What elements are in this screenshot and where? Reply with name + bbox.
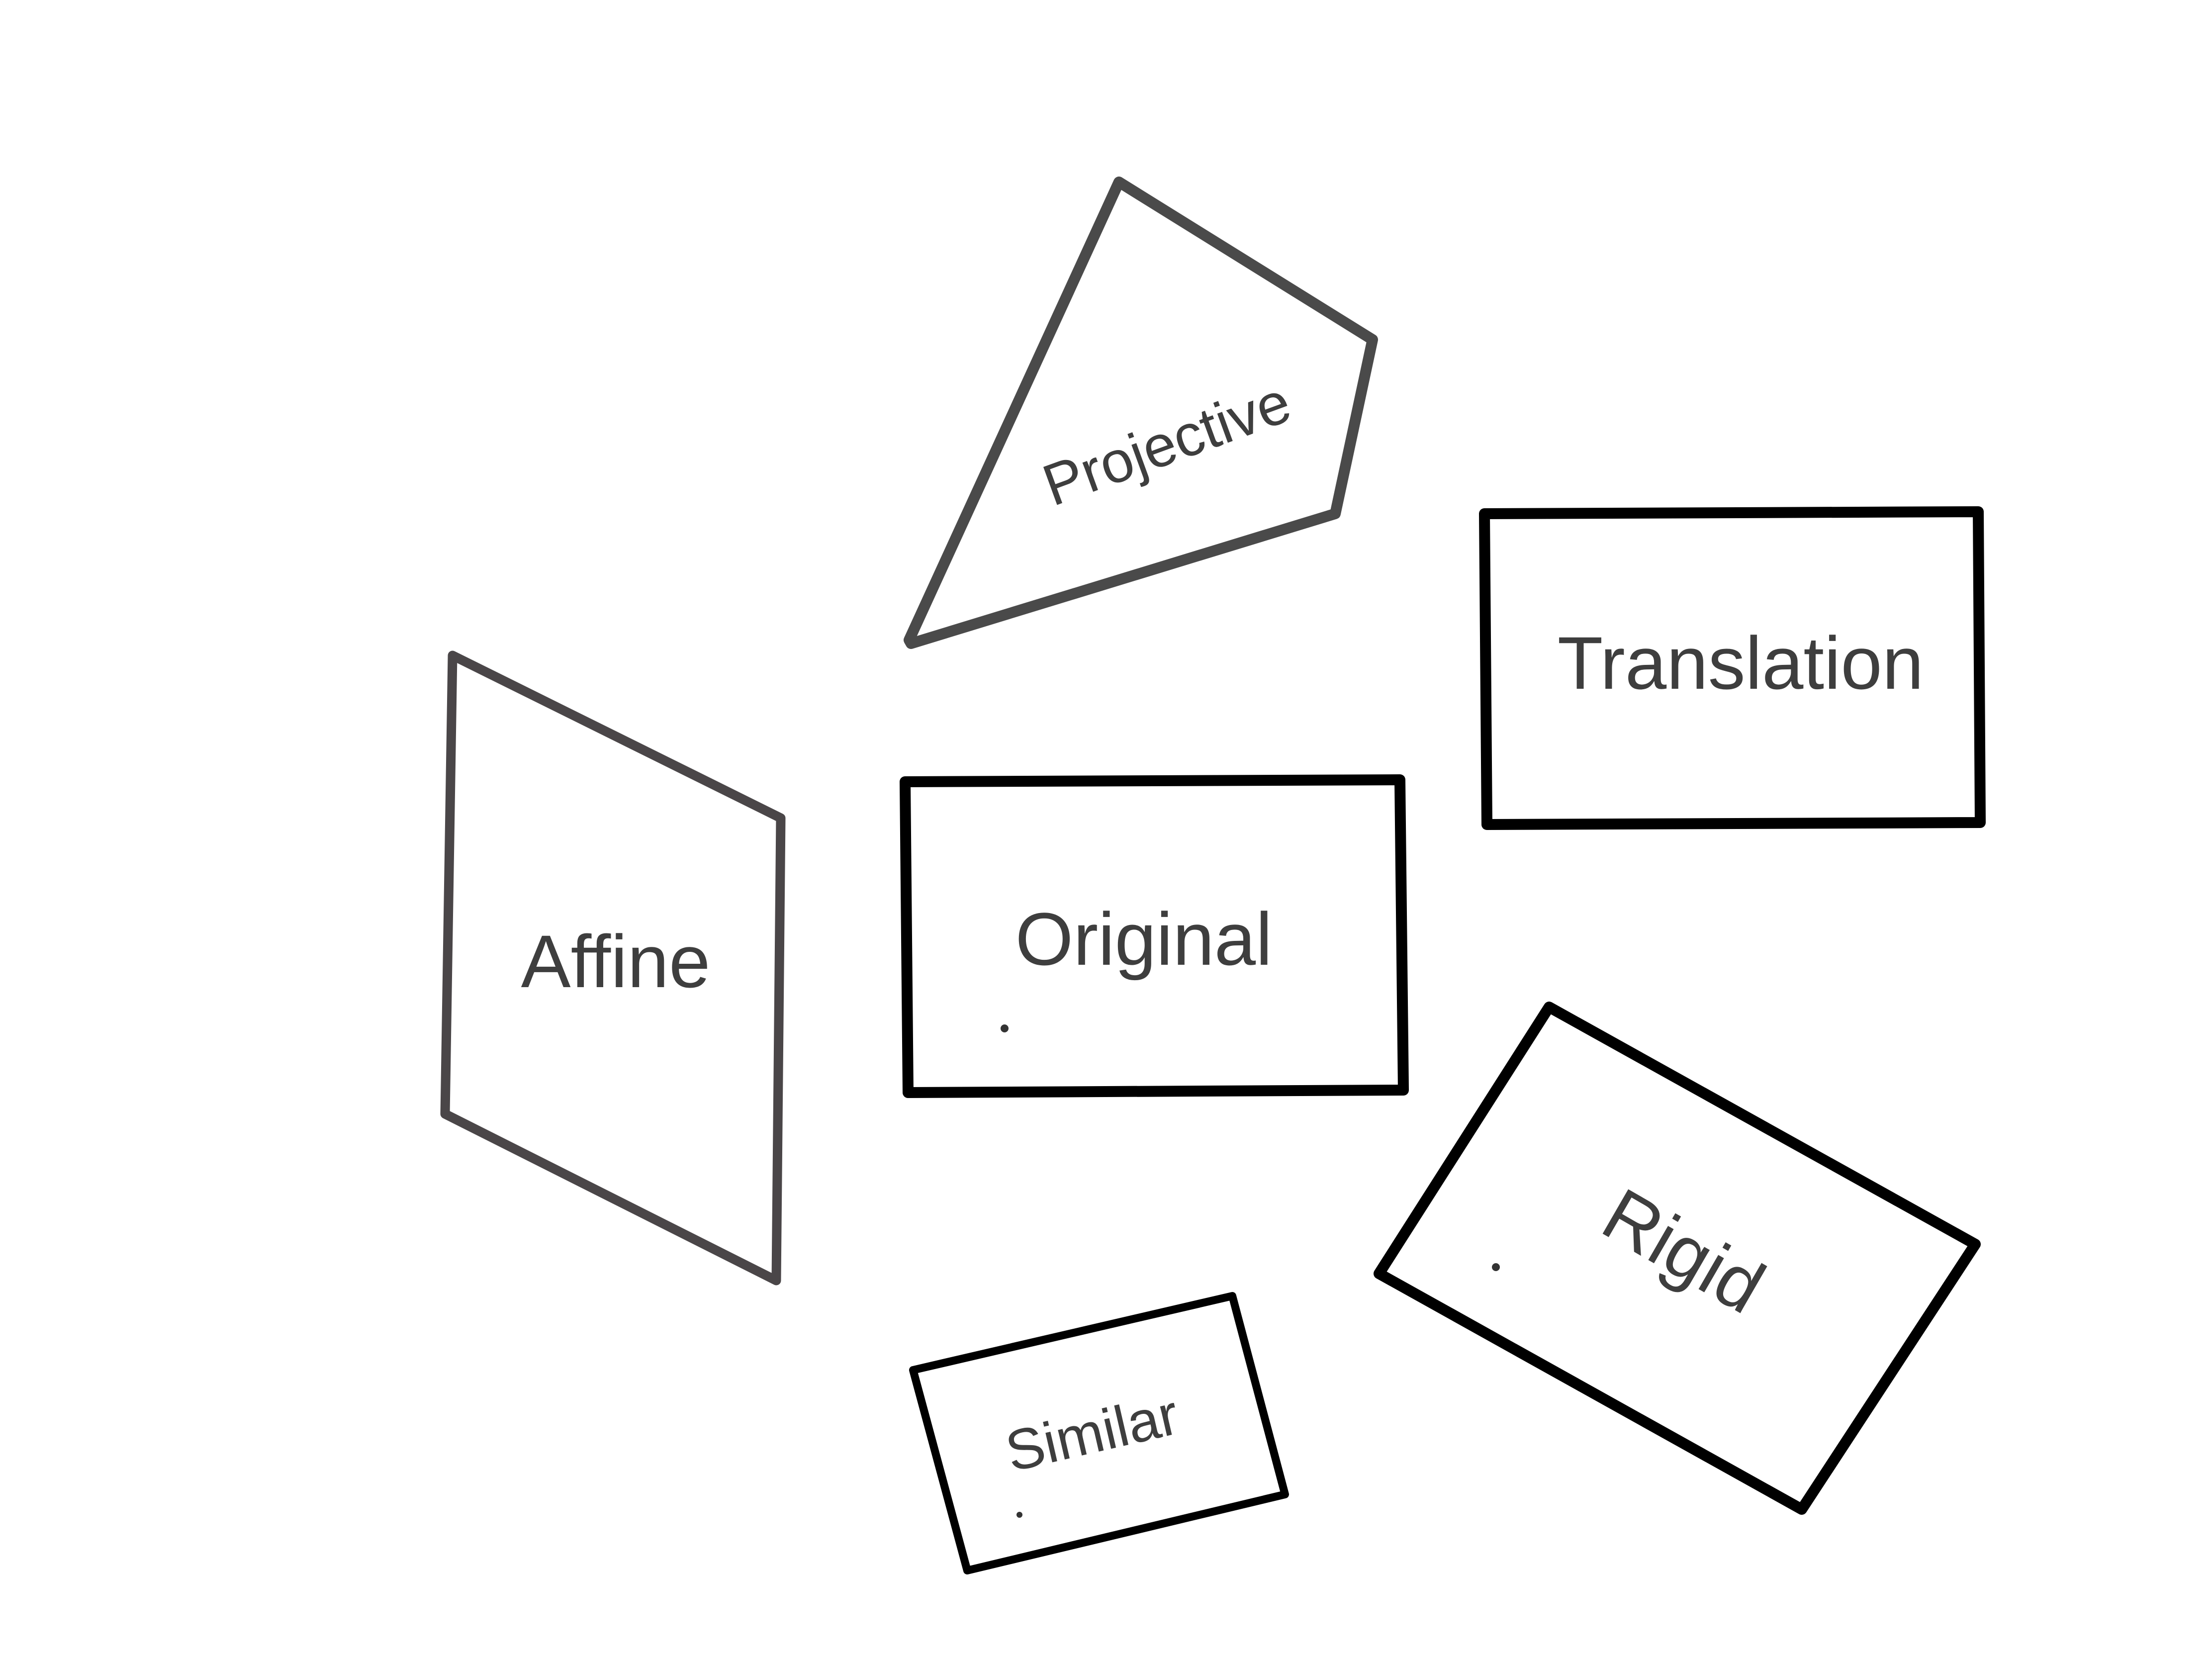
original-label: Original: [1015, 897, 1273, 981]
projective-label: Projective: [1034, 369, 1299, 519]
rigid-label: Rigid: [1589, 1172, 1778, 1329]
affine-label: Affine: [521, 920, 711, 1003]
similar-label: Similar: [1000, 1382, 1185, 1484]
rigid-outline: [1374, 1002, 1981, 1515]
translation-outline: [1479, 506, 1986, 830]
translation-label: Translation: [1558, 621, 1924, 705]
original-shape: Original: [900, 774, 1409, 1098]
similar-shape: Similar: [909, 1292, 1289, 1574]
projective-outline: [904, 177, 1378, 649]
original-center-dot: [1001, 1024, 1009, 1032]
original-outline: [900, 774, 1409, 1098]
similar-center-dot: [1016, 1512, 1022, 1518]
rigid-shape: Rigid: [1374, 1002, 1981, 1515]
projective-shape: Projective: [904, 177, 1378, 649]
translation-shape: Translation: [1479, 506, 1986, 830]
rigid-center-dot: [1492, 1263, 1500, 1271]
affine-shape: Affine: [440, 650, 786, 1286]
affine-outline: [440, 650, 786, 1286]
similar-outline: [909, 1292, 1289, 1574]
